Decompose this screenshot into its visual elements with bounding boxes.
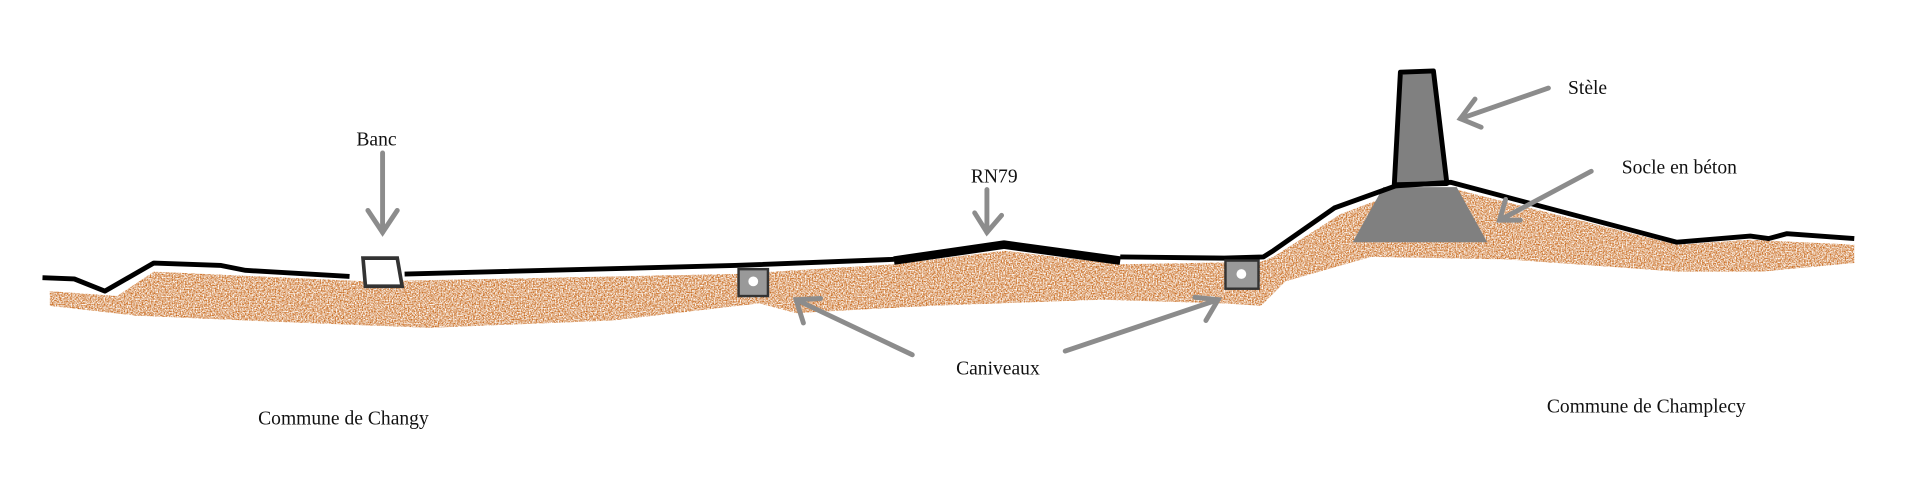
soil-layer (49, 189, 1855, 328)
concrete-base (1352, 187, 1488, 243)
caniveaux-label: Caniveaux (956, 358, 1040, 379)
rn79-road-surface (893, 240, 1121, 265)
bench (361, 256, 405, 289)
rn79-label: RN79 (971, 166, 1018, 187)
commune-changy-label: Commune de Changy (258, 409, 429, 430)
socle-arrow (1496, 168, 1594, 223)
ground-profile-line (404, 256, 895, 277)
commune-champlecy-label: Commune de Champlecy (1547, 396, 1746, 417)
stele-monument (1391, 68, 1450, 188)
rn79-arrow (972, 187, 1005, 237)
stele-label: Stèle (1568, 78, 1607, 99)
gutter-2 (1224, 259, 1260, 290)
caniveaux-arrow-left (792, 296, 915, 358)
gutter-1 (737, 267, 770, 298)
banc-arrow (365, 150, 400, 237)
banc-label: Banc (356, 130, 397, 151)
ground-profile-line (42, 260, 350, 294)
stele-arrow (1456, 85, 1551, 130)
socle-label: Socle en béton (1622, 158, 1737, 179)
caniveaux-arrow-right (1062, 294, 1223, 354)
ground-profile-line (1120, 179, 1855, 261)
